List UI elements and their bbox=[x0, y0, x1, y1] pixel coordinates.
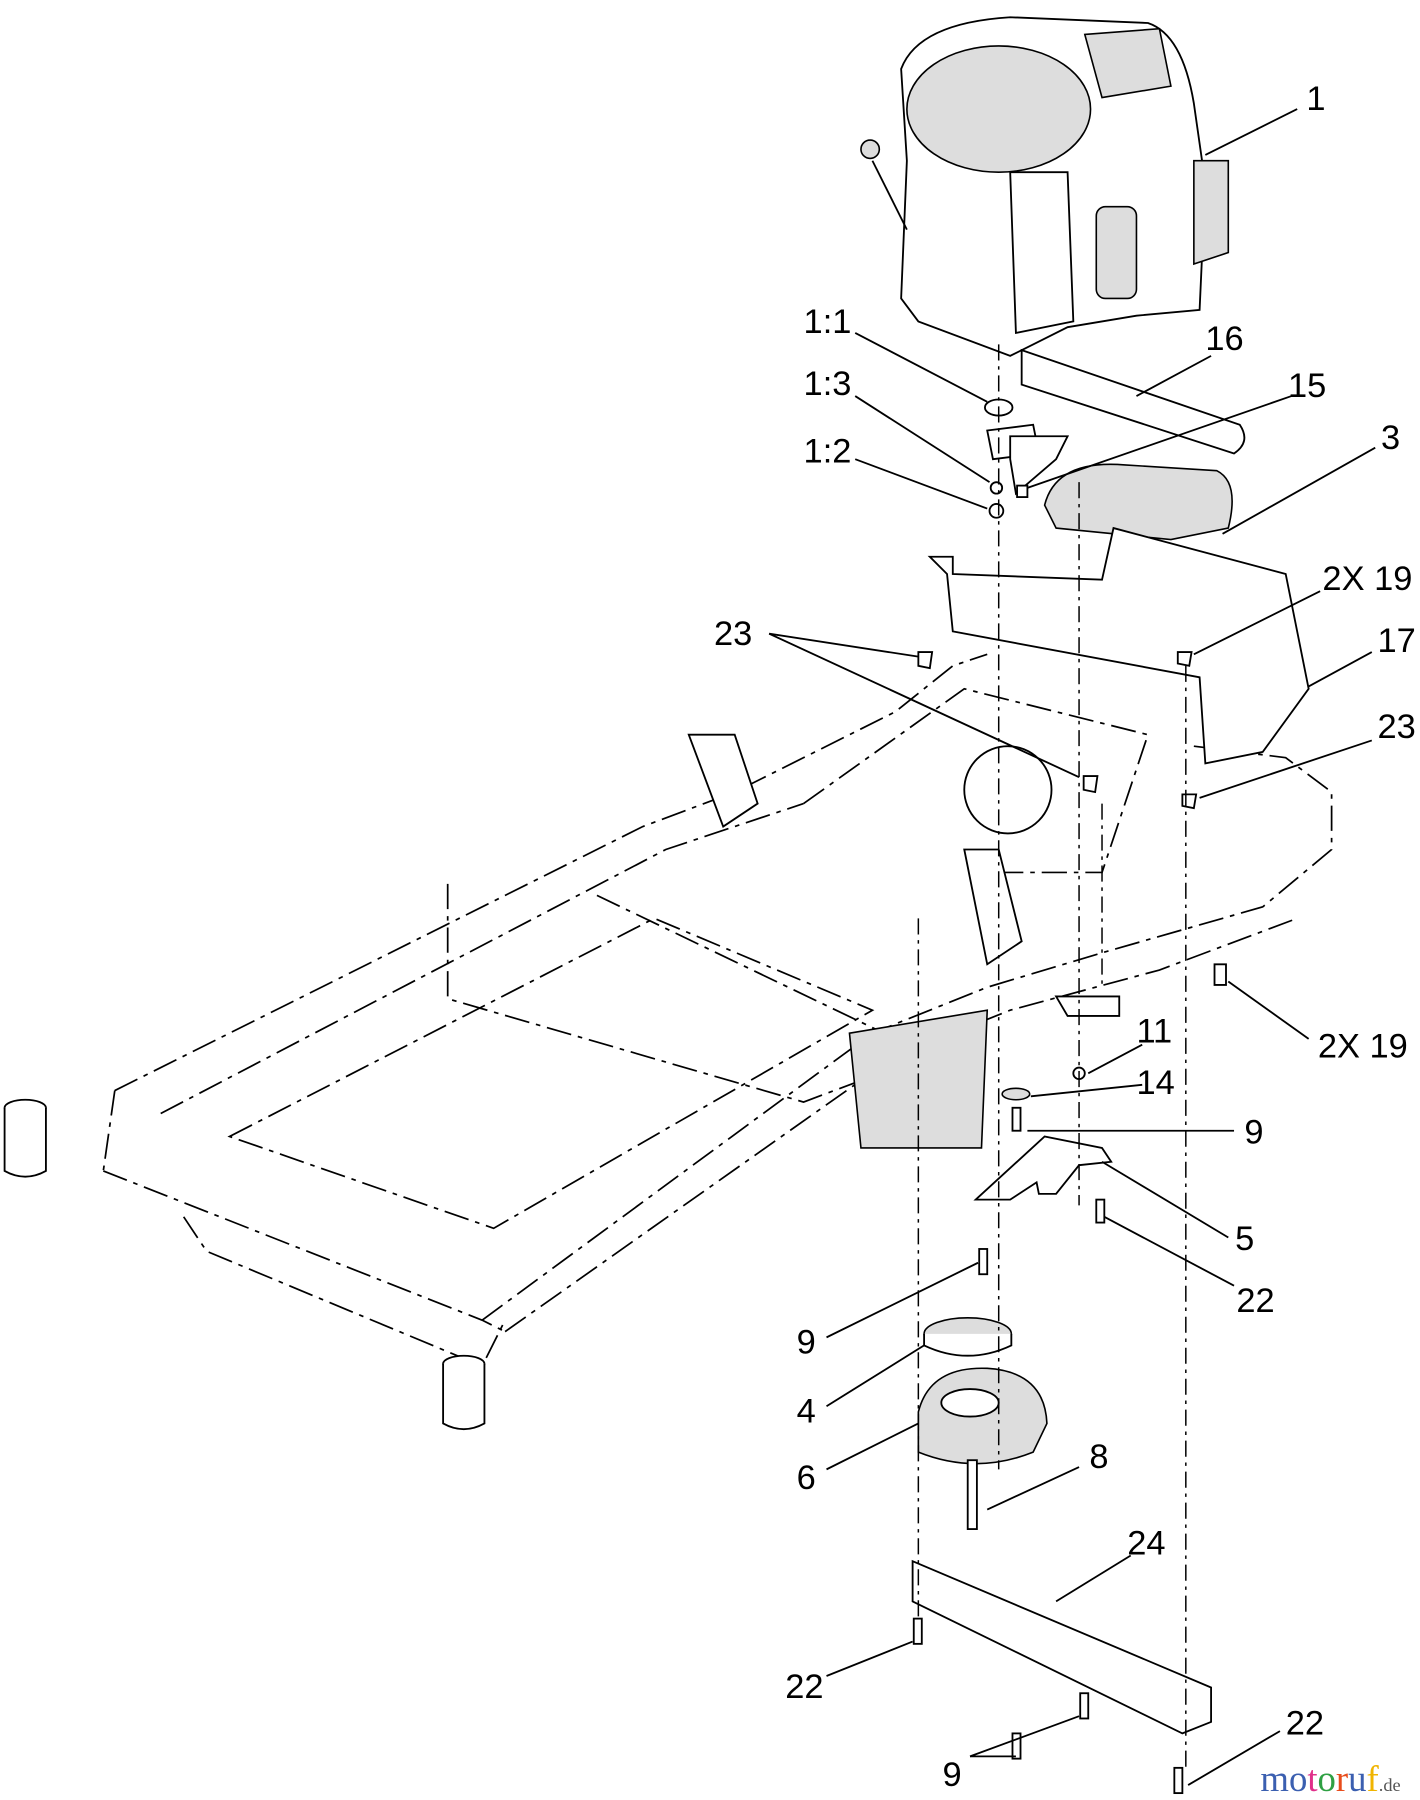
alignment-lines bbox=[917, 344, 1187, 1768]
callout-1-2: 1:2 bbox=[804, 433, 852, 471]
muffler bbox=[1043, 463, 1233, 541]
callout-15: 15 bbox=[1288, 367, 1326, 405]
callout-22-b: 22 bbox=[785, 1668, 823, 1706]
callout-2x19-bottom: 2X 19 bbox=[1318, 1027, 1408, 1065]
chassis-frame bbox=[3, 653, 1333, 1431]
callout-1: 1 bbox=[1306, 80, 1325, 118]
watermark-text: motoruf.de bbox=[1260, 1758, 1400, 1799]
callout-23-right: 23 bbox=[1378, 708, 1416, 746]
engine-mount-hole bbox=[963, 745, 1053, 835]
callout-9-b: 9 bbox=[797, 1323, 816, 1361]
callout-17: 17 bbox=[1378, 622, 1416, 660]
motoruf-watermark-logo: motoruf.de bbox=[1260, 1758, 1400, 1799]
leader-lines bbox=[768, 108, 1376, 1786]
callout-5: 5 bbox=[1235, 1220, 1254, 1258]
engine bbox=[860, 16, 1246, 455]
oil-drain-hose bbox=[1020, 348, 1246, 455]
callout-3: 3 bbox=[1381, 419, 1400, 457]
callout-11: 11 bbox=[1136, 1012, 1172, 1050]
callout-9-c: 9 bbox=[942, 1756, 961, 1794]
callouts: 1 16 1:1 15 1:3 3 1:2 2X 19 17 23 23 2X … bbox=[714, 80, 1416, 1794]
callout-4: 4 bbox=[797, 1392, 816, 1430]
exhaust bbox=[917, 398, 1310, 986]
callout-24: 24 bbox=[1127, 1524, 1165, 1562]
muffler-heat-shield bbox=[927, 526, 1310, 765]
crossbar bbox=[911, 1559, 1212, 1735]
clutch-bracket bbox=[973, 1135, 1113, 1201]
callout-9-a: 9 bbox=[1244, 1113, 1263, 1151]
callout-1-1: 1:1 bbox=[804, 303, 852, 341]
callout-1-3: 1:3 bbox=[804, 365, 852, 403]
callout-2x19-top: 2X 19 bbox=[1322, 560, 1412, 598]
callout-22-a: 22 bbox=[1236, 1282, 1274, 1320]
callout-22-c: 22 bbox=[1286, 1705, 1324, 1743]
callout-14: 14 bbox=[1136, 1064, 1174, 1102]
callout-23-left: 23 bbox=[714, 615, 752, 653]
callout-16: 16 bbox=[1205, 320, 1243, 358]
callout-8: 8 bbox=[1089, 1438, 1108, 1476]
callout-6: 6 bbox=[797, 1459, 816, 1497]
clutch-assembly bbox=[911, 995, 1212, 1795]
